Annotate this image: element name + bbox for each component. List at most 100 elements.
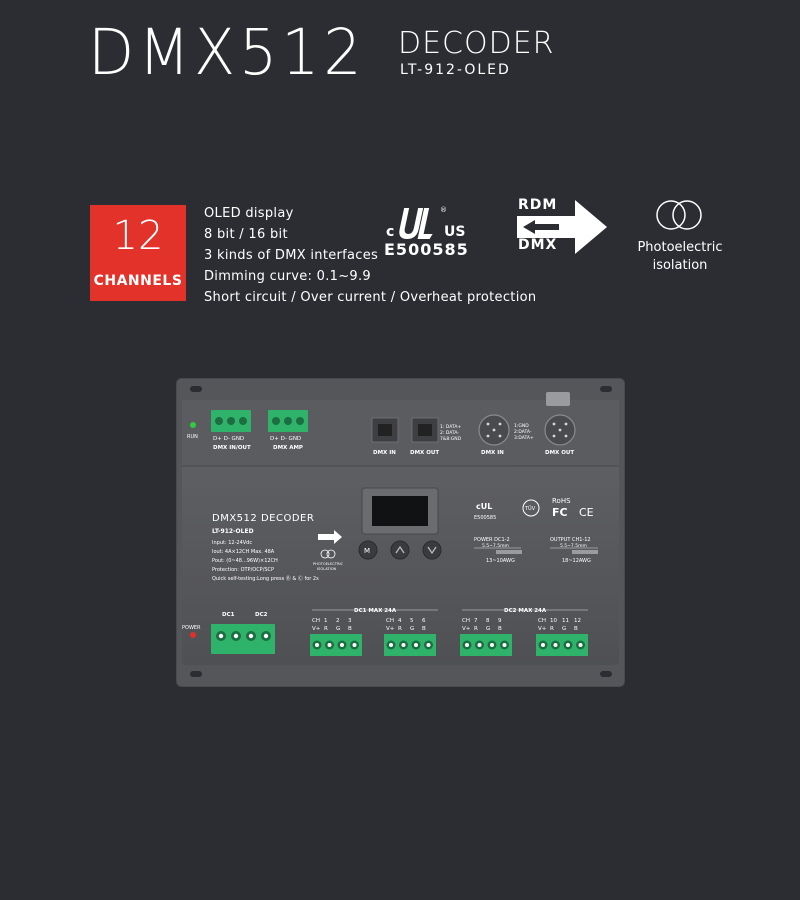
channels-number: 12 <box>112 213 164 259</box>
ul-certification-icon: c US ® <box>386 206 465 240</box>
channel-number: CH <box>462 618 470 624</box>
terminal-screw-head <box>541 643 545 647</box>
channel-number: 10 <box>550 618 557 624</box>
output-terminal <box>384 634 436 656</box>
terminal-screw-head <box>414 643 418 647</box>
channel-number: 8 <box>486 618 490 624</box>
terminal-screw-head <box>401 643 406 647</box>
channel-number: 4 <box>398 618 402 624</box>
output-terminal <box>536 634 588 656</box>
photoelectric-isolation-icon <box>656 200 702 230</box>
ce-icon: CE <box>579 506 594 519</box>
pin-label: B <box>422 626 426 632</box>
tuv-label: TÜV <box>524 505 536 512</box>
pin-label: B <box>574 626 578 632</box>
device-photo-label1: PHOTOELECTRIC <box>313 562 344 566</box>
terminal-screw-head <box>352 643 357 647</box>
fc-icon: FC <box>552 506 568 519</box>
title-sub: DECODER <box>398 26 555 61</box>
feature-item: OLED display <box>204 206 294 221</box>
channels-badge: 12 CHANNELS <box>90 205 186 301</box>
photo-line2: isolation <box>652 258 708 273</box>
feature-list: OLED display 8 bit / 16 bit 3 kinds of D… <box>204 203 536 308</box>
channel-number: CH <box>386 618 394 624</box>
terminal-screw-head <box>553 643 558 647</box>
dmx-inout-label: DMX IN/OUT <box>213 445 251 451</box>
power-dc-label: POWER DC1-2 <box>474 537 510 543</box>
dc1-label: DC1 <box>222 612 235 618</box>
output-awg: 18~12AWG <box>562 558 591 564</box>
spec-iout: Iout: 4A×12CH Max. 48A <box>212 549 275 555</box>
rj45-out-label: DMX OUT <box>410 450 439 456</box>
terminal-screw-head <box>327 643 332 647</box>
spec-protection: Protection: OTP/OCP/SCP <box>212 567 274 573</box>
menu-button[interactable] <box>358 540 378 560</box>
mount-hole <box>190 386 202 392</box>
mount-hole <box>600 671 612 677</box>
channel-number: 12 <box>574 618 581 624</box>
device-model: LT-912-OLED <box>212 528 254 535</box>
pin-label: V+ <box>386 626 395 632</box>
channel-number: 11 <box>562 618 569 624</box>
rj45-pin3: 7&8:GND <box>440 436 462 442</box>
photo-line1: Photoelectric <box>637 240 723 255</box>
xlr-out-label: DMX OUT <box>545 450 574 456</box>
mount-hole <box>190 671 202 677</box>
svg-text:M: M <box>364 547 370 555</box>
rdm-arrow-icon <box>517 200 607 254</box>
channel-number: 9 <box>498 618 502 624</box>
rj45-in-label: DMX IN <box>373 450 396 456</box>
pin-label: R <box>324 626 328 632</box>
device-photo-label2: ISOLATION <box>317 567 337 571</box>
rj45-pin1: 1: DATA+ <box>440 424 461 430</box>
photoelectric-label: Photoelectric isolation <box>630 239 730 275</box>
channel-number: CH <box>538 618 546 624</box>
dc-power-terminal <box>211 624 275 654</box>
terminal-screw-head <box>566 643 570 647</box>
device-photo-icon <box>320 549 330 559</box>
pin-label: V+ <box>538 626 547 632</box>
pin-label: G <box>562 626 566 632</box>
pin-label: G <box>410 626 414 632</box>
feature-item: 8 bit / 16 bit <box>204 227 288 242</box>
ul-code: E500585 <box>384 240 469 259</box>
mount-hole <box>600 386 612 392</box>
pin-label: R <box>474 626 478 632</box>
dc2-label: DC2 <box>255 612 268 618</box>
rohs-label: RoHS <box>552 497 571 505</box>
channels-label: CHANNELS <box>93 273 183 289</box>
spec-input: Input: 12-24Vdc <box>212 540 252 546</box>
svg-text:®: ® <box>440 206 447 214</box>
terminal-screw-head <box>490 643 494 647</box>
xlr-pin3: 3:DATA+ <box>514 435 534 441</box>
dmx-inout-pins: D+ D- GND <box>213 436 244 442</box>
terminal-screw-head <box>340 643 344 647</box>
dc2-max-label: DC2 MAX 24A <box>504 608 547 614</box>
run-label: RUN <box>187 434 198 440</box>
pin-label: V+ <box>462 626 471 632</box>
spec-pout: Pout: (0~48...96W)×12CH <box>212 558 278 564</box>
channel-number: 7 <box>474 618 478 624</box>
terminal-screw-head <box>502 643 507 647</box>
ul-us-text: US <box>444 224 465 240</box>
pin-label: G <box>486 626 490 632</box>
terminal-screw-head <box>315 643 319 647</box>
feature-item: 3 kinds of DMX interfaces <box>204 248 379 263</box>
run-led <box>190 422 196 428</box>
channel-number: 6 <box>422 618 426 624</box>
rj45-pin2: 2: DATA- <box>440 430 459 436</box>
pin-label: B <box>498 626 502 632</box>
power-strip: 5.5~7.5mm <box>482 543 509 549</box>
device-name: DMX512 DECODER <box>212 513 314 524</box>
channel-number: 1 <box>324 618 328 624</box>
down-button[interactable] <box>422 540 442 560</box>
feature-item: Dimming curve: 0.1~9.9 <box>204 269 371 284</box>
title-main: DMX512 <box>88 16 366 90</box>
terminal-screw-head <box>426 643 431 647</box>
dmx-label: DMX <box>518 237 558 253</box>
output-strip: 5.5~7.5mm <box>560 543 587 549</box>
title-model: LT-912-OLED <box>400 62 511 78</box>
up-button[interactable] <box>390 540 410 560</box>
